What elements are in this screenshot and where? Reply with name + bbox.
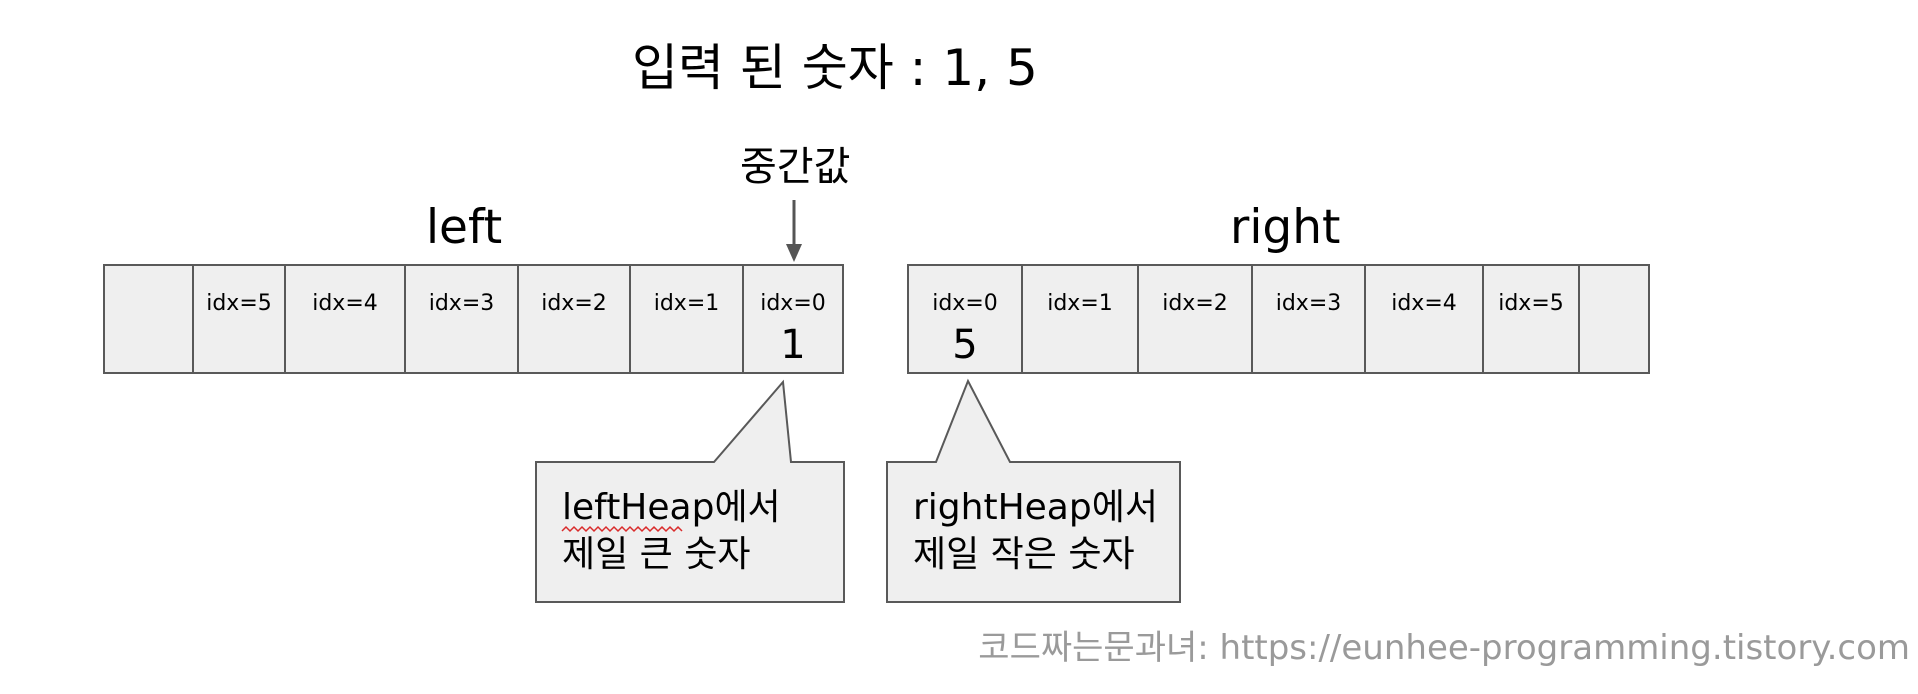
- cell-index: idx=4: [312, 291, 378, 316]
- cell-index: idx=4: [1391, 291, 1457, 316]
- cell-index: idx=3: [428, 291, 495, 316]
- left-heap-label: left: [426, 200, 503, 255]
- left-callout-bubble: [535, 379, 845, 603]
- right-callout-bubble: [886, 378, 1181, 603]
- left-heap-array: idx=5 idx=4 idx=3 idx=2 idx=1 idx=0 1: [103, 264, 844, 374]
- left-heap-cell: idx=3: [404, 266, 517, 372]
- cell-index: idx=0: [932, 291, 998, 316]
- cell-value: 5: [952, 322, 978, 368]
- watermark: 코드짜는문과녀: https://eunhee-programming.tist…: [978, 628, 1910, 668]
- right-callout-text: rightHeap에서 제일 작은 숫자: [913, 484, 1158, 578]
- left-callout-text: leftHeap에서 제일 큰 숫자: [562, 484, 781, 578]
- right-heap-cell: idx=1: [1021, 266, 1137, 372]
- left-heap-cell: idx=0 1: [742, 266, 842, 372]
- right-heap-cell: idx=4: [1364, 266, 1482, 372]
- right-callout-line1: rightHeap에서: [913, 487, 1158, 528]
- median-label: 중간값: [740, 144, 851, 190]
- right-heap-cell: idx=2: [1137, 266, 1251, 372]
- cell-index: idx=3: [1275, 291, 1342, 316]
- cell-index: idx=2: [541, 291, 607, 316]
- right-heap-array: idx=0 5 idx=1 idx=2 idx=3 idx=4 idx=5: [907, 264, 1650, 374]
- right-heap-cell: idx=5: [1482, 266, 1578, 372]
- cell-index: idx=5: [1498, 291, 1564, 316]
- left-heap-cell: idx=4: [284, 266, 404, 372]
- right-callout-line2: 제일 작은 숫자: [913, 534, 1135, 575]
- left-callout-line2: 제일 큰 숫자: [562, 534, 751, 575]
- spellcheck-underline: [561, 525, 683, 533]
- right-heap-cell: [1578, 266, 1648, 372]
- left-heap-cell: idx=1: [629, 266, 742, 372]
- cell-index: idx=0: [760, 291, 826, 316]
- median-arrow-icon: [786, 200, 802, 262]
- right-heap-cell: idx=0 5: [909, 266, 1021, 372]
- right-heap-label: right: [1230, 200, 1341, 255]
- page-title: 입력 된 숫자 : 1, 5: [632, 39, 1038, 97]
- left-callout-line1: leftHeap에서: [562, 487, 781, 528]
- left-heap-cell: idx=5: [192, 266, 284, 372]
- cell-index: idx=1: [653, 291, 720, 316]
- cell-value: 1: [780, 322, 806, 368]
- cell-index: idx=2: [1162, 291, 1228, 316]
- right-heap-cell: idx=3: [1251, 266, 1364, 372]
- cell-index: idx=5: [206, 291, 272, 316]
- left-heap-cell: idx=2: [517, 266, 629, 372]
- left-heap-cell: [105, 266, 192, 372]
- cell-index: idx=1: [1047, 291, 1113, 316]
